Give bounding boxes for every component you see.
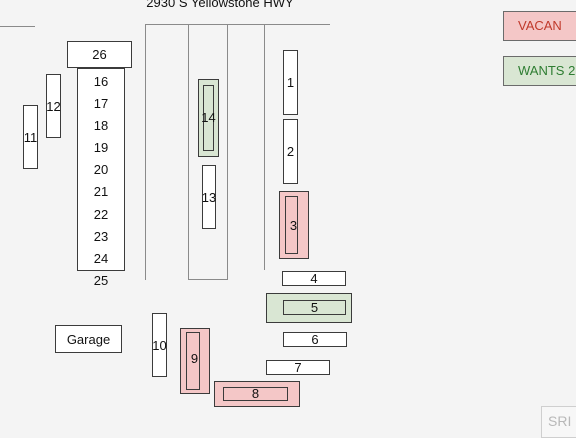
unit-5-label: 5 <box>310 300 319 315</box>
legend-vacant-label: VACAN <box>518 18 562 33</box>
unit-21[interactable]: 21 <box>93 184 109 200</box>
unit-13-label: 13 <box>201 189 217 205</box>
road-line-top <box>145 24 330 25</box>
garage-label: Garage <box>66 331 111 347</box>
unit-8-inner <box>223 387 288 401</box>
unit-10-label: 10 <box>152 337 167 353</box>
unit-14[interactable]: 14 <box>198 79 219 157</box>
watermark-logo: SRI <box>541 406 576 438</box>
road-line-top-left <box>0 26 35 27</box>
unit-23[interactable]: 23 <box>93 228 109 244</box>
road-line-right-top <box>264 24 330 25</box>
unit-11-label: 11 <box>23 129 38 145</box>
unit-13[interactable]: 13 <box>202 165 216 229</box>
unit-12-label: 12 <box>46 98 61 114</box>
unit-5[interactable]: 5 <box>266 293 352 323</box>
watermark-text: SRI <box>548 413 572 429</box>
legend-wants: WANTS 2 <box>503 56 576 86</box>
unit-26[interactable]: 26 <box>67 41 132 68</box>
unit-6[interactable]: 6 <box>283 332 347 347</box>
unit-1-label: 1 <box>286 75 295 90</box>
unit-17[interactable]: 17 <box>93 96 109 112</box>
unit-4-label: 4 <box>310 271 318 286</box>
legend-vacant: VACAN <box>503 11 576 41</box>
unit-stack-16-25: 16 17 18 19 20 21 22 23 24 25 <box>77 68 125 288</box>
unit-5-inner <box>283 300 346 315</box>
unit-2-label: 2 <box>286 144 295 159</box>
unit-3-inner <box>285 196 298 254</box>
unit-7[interactable]: 7 <box>266 360 330 375</box>
unit-9[interactable]: 9 <box>180 328 210 394</box>
unit-6-label: 6 <box>311 332 319 347</box>
unit-22[interactable]: 22 <box>93 206 109 222</box>
unit-8-label: 8 <box>251 386 260 401</box>
unit-9-inner <box>186 332 200 390</box>
unit-24[interactable]: 24 <box>93 250 109 266</box>
unit-1[interactable]: 1 <box>283 50 298 115</box>
unit-8[interactable]: 8 <box>214 381 300 407</box>
unit-25[interactable]: 25 <box>93 272 109 288</box>
unit-4[interactable]: 4 <box>282 271 346 286</box>
unit-11[interactable]: 11 <box>23 105 38 169</box>
unit-19[interactable]: 19 <box>93 140 109 156</box>
unit-9-label: 9 <box>190 351 199 366</box>
building-outline-right <box>227 24 228 280</box>
unit-18[interactable]: 18 <box>93 118 109 134</box>
building-outline-bottom <box>188 279 228 280</box>
unit-14-inner <box>203 85 214 151</box>
unit-3[interactable]: 3 <box>279 191 309 259</box>
unit-16[interactable]: 16 <box>93 74 109 89</box>
unit-3-label: 3 <box>289 218 298 233</box>
unit-12[interactable]: 12 <box>46 74 61 138</box>
building-outline-left <box>188 24 189 280</box>
unit-14-label: 14 <box>201 110 216 125</box>
unit-26-label: 26 <box>92 47 107 62</box>
property-address-title: 2930 S Yellowstone HWY <box>146 0 294 10</box>
road-line-left <box>145 24 146 280</box>
unit-10[interactable]: 10 <box>152 313 167 377</box>
road-line-right <box>264 24 265 270</box>
unit-20[interactable]: 20 <box>93 162 109 178</box>
unit-2[interactable]: 2 <box>283 119 298 184</box>
unit-7-label: 7 <box>294 360 302 375</box>
garage[interactable]: Garage <box>55 325 122 353</box>
legend-wants-label: WANTS 2 <box>518 63 576 78</box>
